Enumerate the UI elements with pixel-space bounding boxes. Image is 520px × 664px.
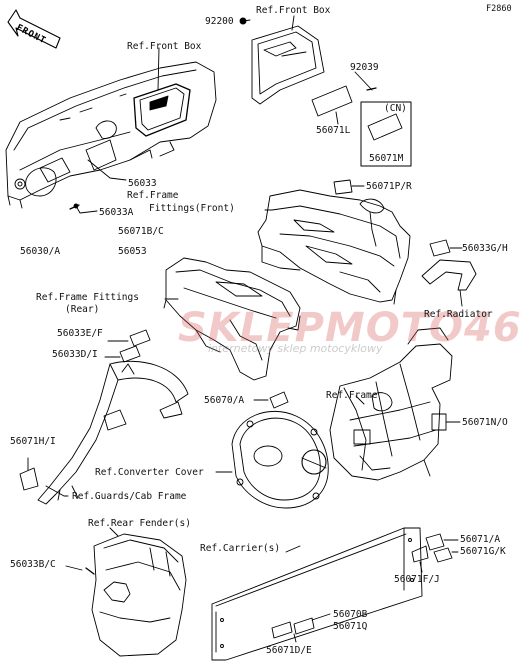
converter-cover xyxy=(231,411,329,509)
label-56033GH xyxy=(429,239,451,257)
label-56033EF xyxy=(129,329,151,347)
front-arrow-icon xyxy=(7,9,61,49)
label-56071PR-text: 56071P/R xyxy=(366,181,412,192)
ref-frame-right: Ref.Frame xyxy=(326,390,378,401)
label-56071GK-sticker xyxy=(433,547,453,563)
label-56033DI-text: 56033D/I xyxy=(52,349,98,360)
label-56071M-text: 56071M xyxy=(369,153,404,164)
label-56053: 56053 xyxy=(118,246,147,257)
label-56071A-sticker xyxy=(425,533,445,551)
label-56033: 56033 xyxy=(128,178,157,189)
label-56071L xyxy=(311,85,353,117)
label-56071L-text: 56071L xyxy=(316,125,351,136)
main-frame xyxy=(329,327,453,481)
label-56070B xyxy=(271,621,293,639)
radiator-bracket xyxy=(421,259,477,307)
label-56071BC: 56071B/C xyxy=(118,226,164,237)
label-56071HI xyxy=(19,467,39,491)
label-56071NO-text: 56071N/O xyxy=(462,417,508,428)
label-56071Q xyxy=(293,617,315,635)
label-56030A: 56030/A xyxy=(20,246,61,257)
ref-rear-fender: Ref.Rear Fender(s) xyxy=(88,518,191,529)
label-56070A-text: 56070/A xyxy=(204,395,245,406)
dashboard-panel xyxy=(5,61,217,209)
rear-fender xyxy=(91,527,187,657)
label-56071NO xyxy=(431,413,447,431)
label-56033DI xyxy=(119,345,141,363)
label-56071GK-text: 56071G/K xyxy=(460,546,506,557)
front-box-lid xyxy=(239,17,325,105)
label-56033GH-text: 56033G/H xyxy=(462,243,508,254)
label-56071PR xyxy=(333,179,353,195)
cn-label-box xyxy=(360,101,412,167)
label-56033BC: 56033B/C xyxy=(10,559,56,570)
ref-front-box-left: Ref.Front Box xyxy=(127,41,202,52)
watermark-sub: internetowy sklep motocyklowy xyxy=(208,342,383,355)
frame-fittings-rear xyxy=(163,257,301,381)
label-56071M xyxy=(367,113,403,141)
ref-guards-cab-frame: Ref.Guards/Cab Frame xyxy=(72,491,187,502)
label-92200: 92200 xyxy=(205,16,234,27)
label-56071Q-text: 56071Q xyxy=(333,621,368,632)
label-56033A: 56033A xyxy=(99,207,134,218)
ref-radiator: Ref.Radiator xyxy=(424,309,493,320)
ref-front-box-top: Ref.Front Box xyxy=(256,5,331,16)
label-56033EF-text: 56033E/F xyxy=(57,328,103,339)
ref-rear: (Rear) xyxy=(65,304,100,315)
ref-frame-fittings-rear: Ref.Frame Fittings xyxy=(36,292,139,303)
label-56071A-text: 56071/A xyxy=(460,534,501,545)
label-56070A xyxy=(269,391,289,409)
ref-converter-cover: Ref.Converter Cover xyxy=(95,467,204,478)
label-56071DE: 56071D/E xyxy=(266,645,312,656)
diagram-code: F2860 xyxy=(486,4,512,14)
label-cn: (CN) xyxy=(384,103,407,114)
ref-fittings-front: Fittings(Front) xyxy=(149,203,235,214)
label-56071FJ-sticker xyxy=(411,545,429,563)
ref-carrier: Ref.Carrier(s) xyxy=(200,543,281,554)
guards-cab-frame xyxy=(37,360,189,505)
label-92039: 92039 xyxy=(350,62,379,73)
label-56071FJ-text: 56071F/J xyxy=(394,574,440,585)
label-56070B-text: 56070B xyxy=(333,609,368,620)
ref-frame-top: Ref.Frame xyxy=(127,190,179,201)
watermark-main: SKLEPMOTO46.PL xyxy=(178,305,520,351)
frame-fittings-front xyxy=(257,189,411,305)
carrier-panel xyxy=(211,527,423,661)
label-56071HI-text: 56071H/I xyxy=(10,436,56,447)
